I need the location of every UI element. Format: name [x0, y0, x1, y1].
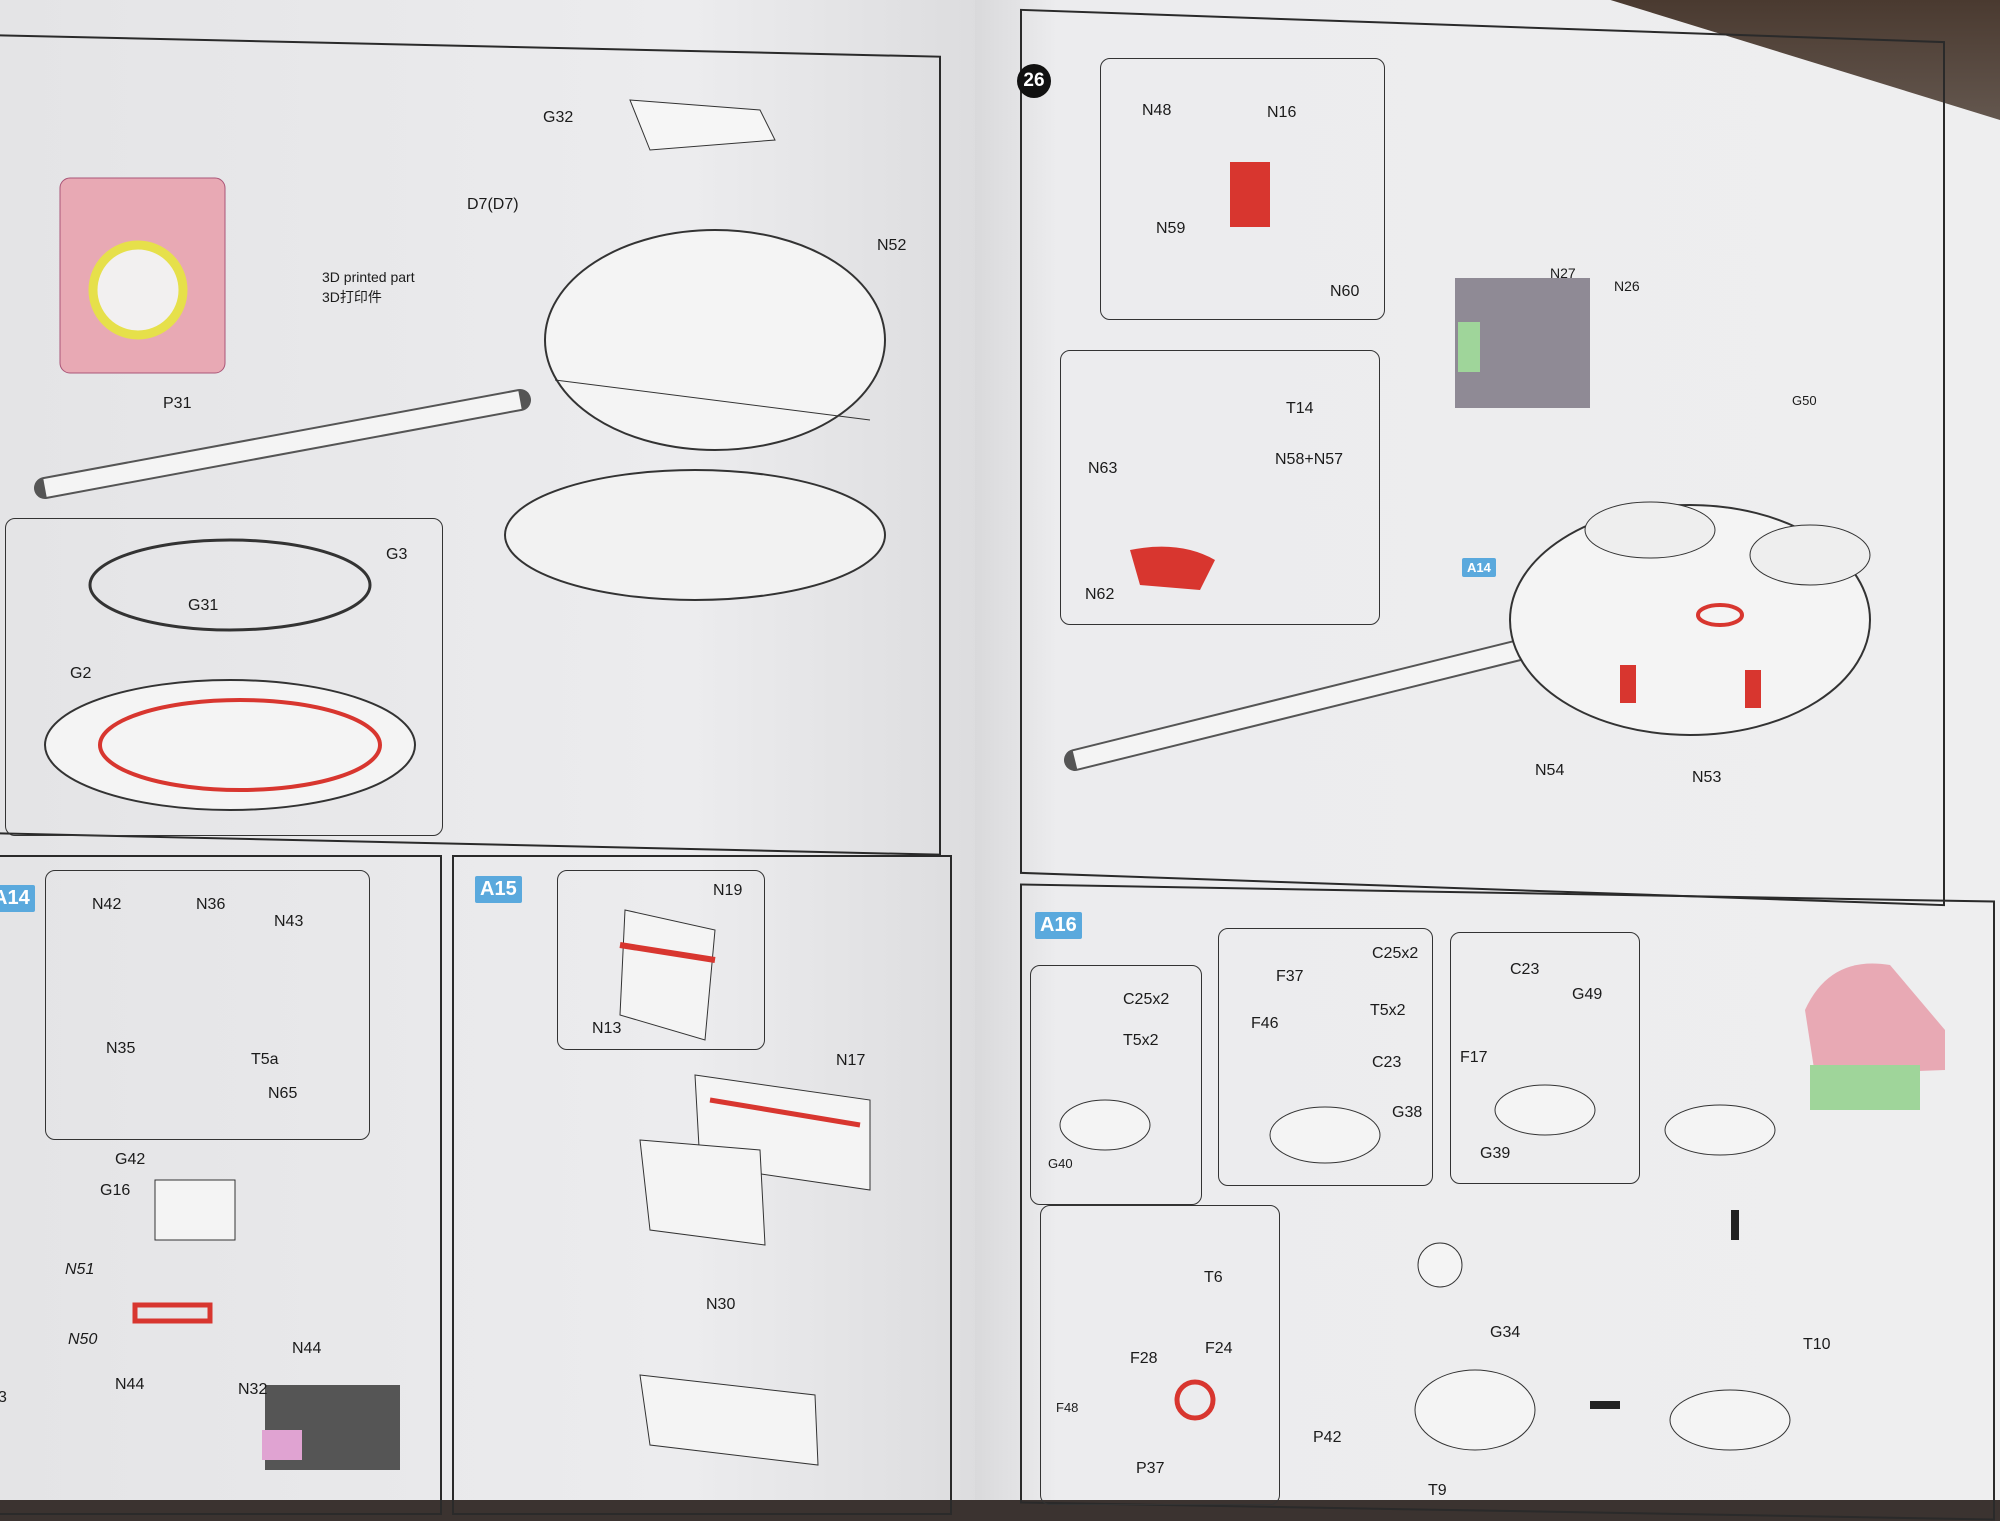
part-label: F37 — [1276, 968, 1304, 985]
turret-left — [544, 229, 886, 451]
part-label: N35 — [106, 1040, 136, 1057]
part-label: T5x2 — [1370, 1002, 1406, 1019]
part-label: N60 — [1330, 283, 1360, 300]
part-label: G38 — [1392, 1104, 1423, 1121]
part-label: G2 — [70, 665, 92, 682]
part-label: T14 — [1286, 400, 1314, 417]
part-label: 3D打印件 — [322, 289, 382, 305]
part-label: N30 — [706, 1296, 736, 1313]
step-badge-a16: A16 — [1035, 912, 1082, 939]
n48-subpanel — [1100, 58, 1385, 320]
part-label: N63 — [1088, 460, 1118, 477]
part-label: F17 — [1460, 1049, 1488, 1066]
part-label: N26 — [1614, 278, 1640, 294]
a16-sub-2 — [1218, 928, 1433, 1186]
part-label: T5a — [251, 1051, 279, 1068]
part-label: C25x2 — [1372, 945, 1419, 962]
a15-subpanel — [557, 870, 765, 1050]
part-label: N43 — [274, 913, 304, 930]
part-label: N58+N57 — [1275, 451, 1344, 468]
part-label: N59 — [1156, 220, 1186, 237]
part-label: N19 — [713, 882, 743, 899]
yellow-ring — [88, 240, 188, 340]
ring-g3 — [88, 538, 372, 632]
part-label: F46 — [1251, 1015, 1279, 1032]
part-label: N54 — [1535, 762, 1565, 779]
part-label: N44 — [115, 1376, 145, 1393]
part-label: 3D printed part — [322, 269, 415, 285]
part-label: N65 — [268, 1085, 298, 1102]
part-label: N44 — [292, 1340, 322, 1357]
part-label: G34 — [1490, 1324, 1521, 1341]
part-label: C23 — [1510, 961, 1540, 978]
part-label: T6 — [1204, 1269, 1223, 1286]
a16-sub-3 — [1450, 932, 1640, 1184]
part-label: G3 — [386, 546, 408, 563]
a16-sub-1 — [1030, 965, 1202, 1205]
part-label: G49 — [1572, 986, 1603, 1003]
step-number-26: 26 — [1017, 64, 1051, 98]
n63-subpanel — [1060, 350, 1380, 625]
part-label: N36 — [196, 896, 226, 913]
part-label: P31 — [163, 395, 192, 412]
part-label: G40 — [1048, 1156, 1073, 1171]
step-badge-a14: A14 — [0, 885, 35, 912]
a14-subpanel — [45, 870, 370, 1140]
part-label: G42 — [115, 1151, 146, 1168]
part-label: N48 — [1142, 102, 1172, 119]
part-label: G32 — [543, 109, 574, 126]
part-label: F28 — [1130, 1350, 1158, 1367]
part-label: G50 — [1792, 393, 1817, 408]
part-label: T9 — [1428, 1482, 1447, 1499]
part-label: C25x2 — [1123, 991, 1170, 1008]
part-label: N16 — [1267, 104, 1297, 121]
part-label: N62 — [1085, 586, 1115, 603]
part-label: N13 — [592, 1020, 622, 1037]
part-label: P37 — [1136, 1460, 1165, 1477]
part-label: T10 — [1803, 1336, 1831, 1353]
part-label: N53 — [1692, 769, 1722, 786]
part-label: D7(D7) — [467, 196, 519, 213]
part-label: N32 — [238, 1381, 268, 1398]
turret-ring-left — [504, 469, 886, 601]
part-label: C23 — [1372, 1054, 1402, 1071]
part-label: N50 — [68, 1331, 98, 1348]
part-label: T5x2 — [1123, 1032, 1159, 1049]
step-badge-a15: A15 — [475, 876, 522, 903]
step-badge-a14-ref: A14 — [1462, 558, 1496, 577]
part-label: N51 — [65, 1261, 95, 1278]
ring-subpanel — [5, 518, 443, 836]
part-label: N52 — [877, 237, 907, 254]
part-label: G16 — [100, 1182, 131, 1199]
part-label: N27 — [1550, 265, 1576, 281]
part-label: N42 — [92, 896, 122, 913]
part-label: G39 — [1480, 1145, 1511, 1162]
pink-cupola-photo — [1805, 963, 1945, 1075]
part-label: F48 — [1056, 1400, 1079, 1415]
part-label: N17 — [836, 1052, 866, 1069]
part-label: G31 — [188, 597, 219, 614]
part-label: 3 — [0, 1389, 7, 1406]
part-label: F24 — [1205, 1340, 1233, 1357]
part-label: P42 — [1313, 1429, 1342, 1446]
